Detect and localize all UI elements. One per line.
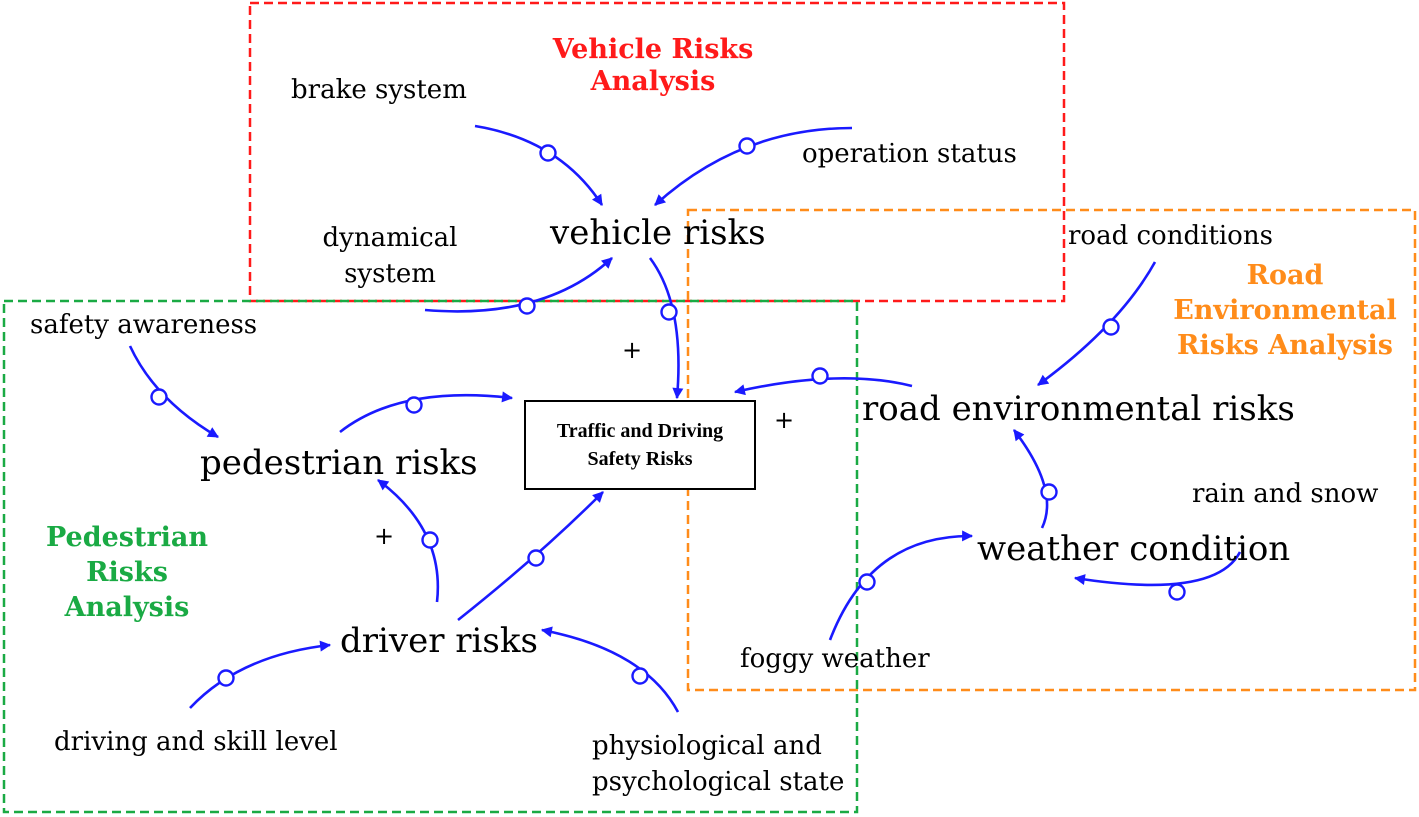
- link-brake-to-vehicle: [474, 124, 604, 206]
- link-skill-to-driver-marker: [217, 669, 235, 687]
- road-group-title: Road Environmental Risks Analysis: [1173, 260, 1397, 362]
- link-driver-to-pedestrian-marker: [421, 531, 439, 549]
- road-environmental-risks-label: road environmental risks: [862, 389, 1295, 429]
- vehicle-risks-label: vehicle risks: [550, 213, 766, 253]
- link-physio-to-driver-marker: [631, 667, 649, 685]
- link-dynamical-to-vehicle-marker: [518, 297, 536, 315]
- traffic-safety-risks-box: Traffic and Driving Safety Risks: [524, 400, 756, 490]
- brake-system-label: brake system: [291, 75, 467, 105]
- link-roadcond-to-roadenv-marker: [1102, 318, 1120, 336]
- link-roadenv-to-center-marker: [811, 367, 829, 385]
- link-skill-to-driver: [189, 640, 332, 709]
- link-vehicle-to-center-marker: [660, 303, 678, 321]
- pedestrian-group-title: Pedestrian Risks Analysis: [45, 522, 209, 624]
- dynamical-system-label: dynamical system: [322, 223, 458, 290]
- link-roadcond-to-roadenv: [1037, 261, 1157, 387]
- safety-awareness-label: safety awareness: [30, 310, 258, 340]
- driving-and-skill-level-label: driving and skill level: [54, 727, 338, 757]
- rain-and-snow-label: rain and snow: [1192, 479, 1379, 509]
- link-markers: [150, 137, 1186, 687]
- link-safety-to-pedestrian-marker: [150, 388, 168, 406]
- physiological-state-label: physiological and psychological state: [592, 731, 845, 798]
- link-foggy-to-weather: [828, 530, 974, 641]
- link-brake-to-vehicle-marker: [539, 144, 557, 162]
- vehicle-to-center-polarity: +: [622, 336, 643, 364]
- foggy-weather-label: foggy weather: [740, 644, 930, 674]
- vehicle-group-title: Vehicle Risks Analysis: [552, 34, 754, 98]
- link-rain-to-weather: [1073, 551, 1242, 587]
- pedestrian-risks-group-box: [2, 299, 859, 814]
- driver-to-pedestrian-polarity: +: [374, 522, 395, 550]
- link-pedestrian-to-center-marker: [405, 396, 423, 414]
- operation-status-label: operation status: [802, 139, 1017, 169]
- link-rain-to-weather-marker: [1168, 583, 1186, 601]
- road-to-center-polarity: +: [774, 406, 795, 434]
- weather-condition-label: weather condition: [977, 529, 1291, 569]
- link-pedestrian-to-center: [339, 391, 514, 434]
- link-weather-to-roadenv-marker: [1040, 483, 1058, 501]
- link-physio-to-driver: [540, 626, 680, 713]
- traffic-safety-risks-label: Traffic and Driving Safety Risks: [556, 420, 724, 470]
- link-operation-to-vehicle-marker: [738, 137, 756, 155]
- road-conditions-label: road conditions: [1068, 221, 1273, 251]
- link-safety-to-pedestrian: [128, 345, 219, 439]
- driver-risks-label: driver risks: [340, 621, 538, 661]
- link-driver-to-center-marker: [527, 549, 545, 567]
- link-weather-to-roadenv: [1012, 429, 1049, 529]
- link-roadenv-to-center: [733, 376, 913, 396]
- pedestrian-risks-label: pedestrian risks: [200, 443, 478, 483]
- link-foggy-to-weather-marker: [858, 573, 876, 591]
- link-vehicle-to-center: [648, 257, 684, 400]
